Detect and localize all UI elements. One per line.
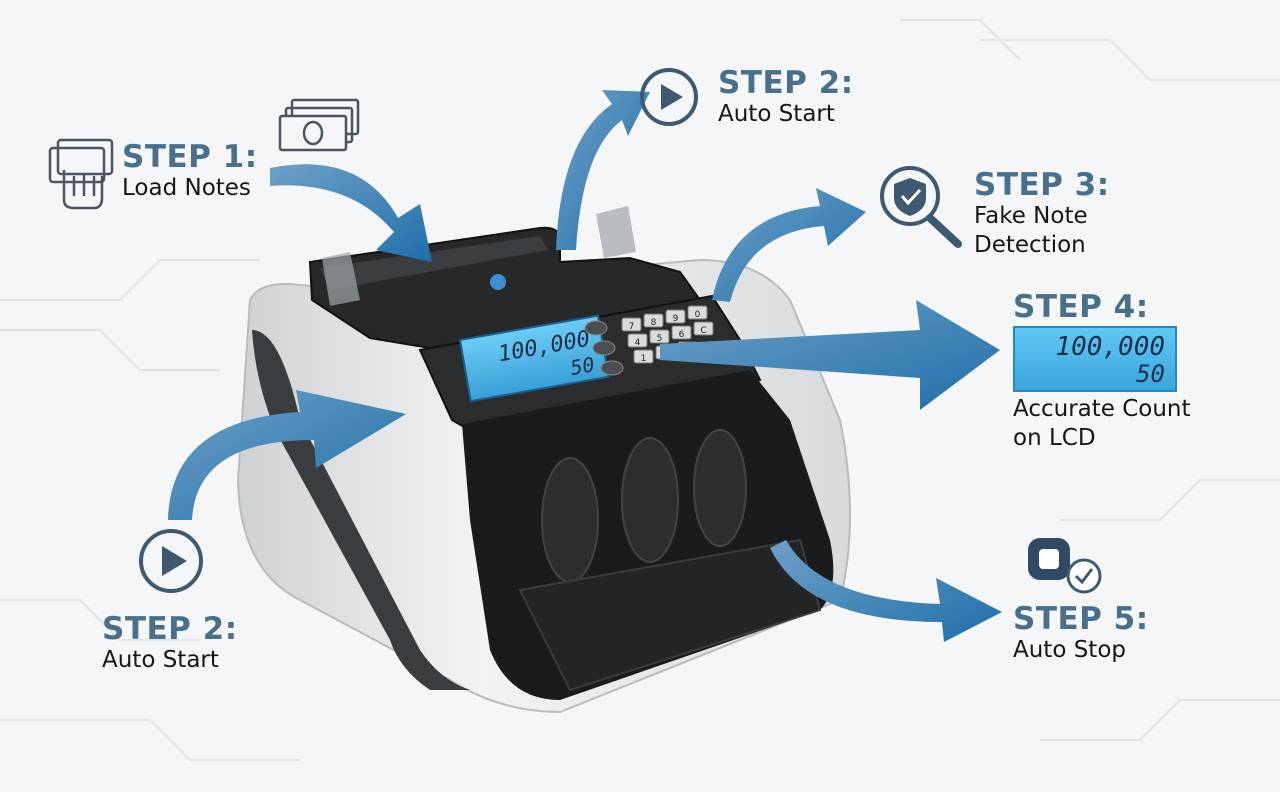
step-desc: Load Notes: [122, 175, 251, 201]
machine-side-stripe: [252, 330, 470, 690]
keypad-key: 8: [643, 313, 664, 328]
keypad-key: 6: [671, 325, 692, 340]
circuit-background: [0, 19, 1280, 761]
step4-label: STEP 4:: [1013, 290, 1149, 324]
arrow-step4: [660, 300, 1000, 410]
keypad-key-label: 8: [651, 318, 657, 328]
keypad-key: 0: [687, 305, 708, 320]
step-title: STEP 2:: [718, 65, 854, 101]
lcd-count: 100,000: [1055, 332, 1165, 362]
step-title: STEP 5:: [1013, 601, 1149, 637]
step-desc: on LCD: [1013, 425, 1096, 451]
keypad-key: 7: [621, 317, 642, 332]
arrow-step5: [770, 540, 1002, 642]
lcd-pieces: 50: [1136, 360, 1165, 388]
keypad-key: 5: [649, 329, 670, 344]
step-title: STEP 1:: [122, 139, 258, 175]
hopper-guide-right: [596, 206, 636, 258]
keypad-key-label: C: [700, 326, 706, 336]
keypad-key: 9: [665, 309, 686, 324]
banknote-icon: [278, 98, 360, 152]
step-desc: Auto Start: [718, 101, 835, 127]
step2-top-label: STEP 2: Auto Start: [718, 66, 854, 129]
keypad-key-label: 6: [679, 330, 685, 340]
function-buttons: [584, 320, 624, 376]
machine-rollers: [541, 429, 747, 583]
keypad-key-label: 0: [695, 310, 701, 320]
step1-label: STEP 1: Load Notes: [122, 140, 258, 203]
keypad-key-label: 9: [673, 314, 679, 324]
step2-bottom-label: STEP 2: Auto Start: [102, 612, 238, 675]
keypad-key: 4: [627, 333, 648, 348]
keypad-key-label: 5: [657, 334, 663, 344]
keypad-key-label: 4: [635, 338, 641, 348]
play-icon: [640, 68, 698, 126]
step5-label: STEP 5: Auto Stop: [1013, 602, 1149, 665]
step-title: STEP 4:: [1013, 289, 1149, 325]
step-title: STEP 2:: [102, 611, 238, 647]
step-desc: Auto Start: [102, 647, 219, 673]
step-desc: Fake Note: [974, 203, 1088, 229]
hopper-guide-left: [322, 252, 360, 306]
keypad-key: C: [693, 321, 714, 336]
keypad-key-label: 7: [629, 322, 635, 332]
step3-label: STEP 3: Fake Note Detection: [974, 168, 1110, 260]
arrow-step2-bottom: [168, 390, 406, 520]
machine-lcd-pieces: 50: [568, 352, 596, 380]
keypad-key: 1: [633, 349, 654, 364]
arrow-step1: [270, 164, 432, 262]
keypad-key-label: 1: [641, 354, 647, 364]
step-desc: Accurate Count: [1013, 396, 1191, 422]
money-hand-icon: [48, 138, 114, 210]
step-desc: Auto Stop: [1013, 637, 1127, 663]
step-desc: Detection: [974, 232, 1086, 258]
hopper-dial: [490, 274, 506, 290]
machine-lcd: 100,000 50: [458, 314, 610, 403]
arrows: [168, 90, 1002, 642]
stacker-tray: [518, 538, 822, 692]
step-title: STEP 3:: [974, 167, 1110, 203]
lcd-display-icon: 100,000 50: [1013, 326, 1177, 392]
stop-check-icon: [1028, 538, 1102, 594]
arrow-step3: [712, 188, 866, 302]
play-icon: [139, 529, 203, 593]
shield-magnifier-icon: [880, 166, 962, 248]
step4-desc-block: Accurate Count on LCD: [1013, 395, 1191, 453]
arrow-step2-top: [556, 90, 650, 250]
